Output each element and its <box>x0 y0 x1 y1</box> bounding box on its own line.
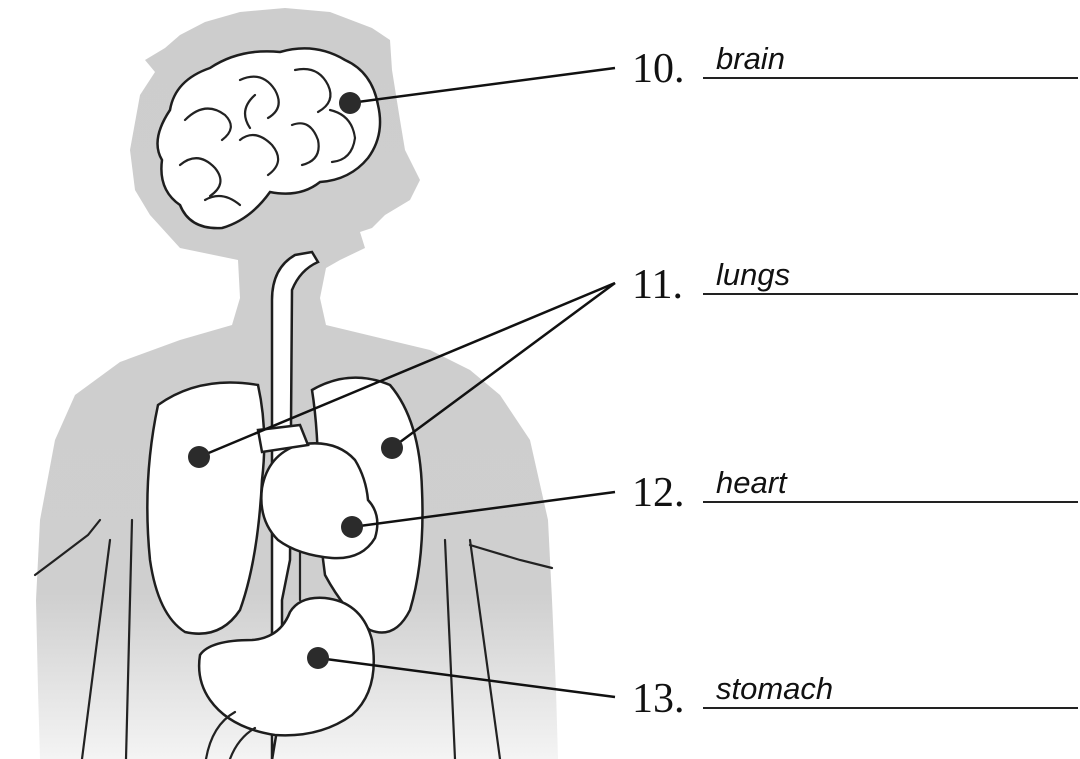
label-stomach: 13. stomach <box>632 671 1078 722</box>
label-number-heart: 12. <box>632 470 685 516</box>
label-heart: 12. heart <box>632 465 1078 516</box>
label-number-lungs: 11. <box>632 262 683 308</box>
marker-stomach <box>307 647 329 669</box>
label-brain: 10. brain <box>632 41 1078 92</box>
marker-heart <box>341 516 363 538</box>
label-lungs: 11. lungs <box>632 257 1078 308</box>
answer-lungs: lungs <box>716 257 790 292</box>
marker-lung-right <box>381 437 403 459</box>
label-number-stomach: 13. <box>632 676 685 722</box>
answer-heart: heart <box>716 465 788 500</box>
answer-brain: brain <box>716 41 785 76</box>
marker-brain <box>339 92 361 114</box>
marker-lung-left <box>188 446 210 468</box>
answer-stomach: stomach <box>716 671 833 706</box>
label-number-brain: 10. <box>632 46 685 92</box>
